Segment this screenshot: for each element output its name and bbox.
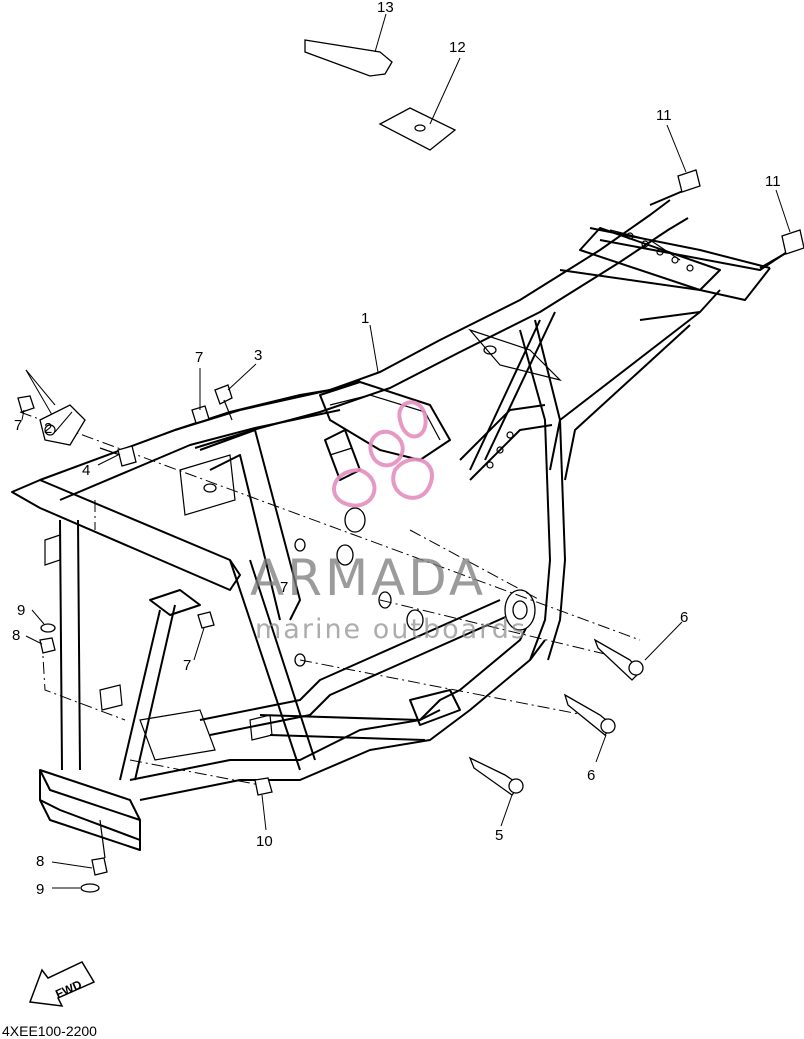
callout-7-left: 7 [14,417,22,434]
callout-7-top: 7 [195,349,203,366]
callout-13: 13 [377,0,394,16]
nut-part-b [191,405,210,424]
fwd-arrow: FWD [28,961,96,1007]
callout-6-upper: 6 [680,609,688,626]
callout-7-center: 7 [280,579,288,596]
grommet-part-upper [39,637,56,654]
callout-11-lower: 11 [765,173,781,190]
cap-part-upper [677,169,701,193]
callout-9-upper: 9 [17,602,25,619]
callout-3: 3 [254,347,262,364]
callout-11-upper: 11 [656,107,672,124]
watermark-tagline: marine outboards [255,614,527,645]
main-frame-drawing [11,187,801,851]
nut-part-a [17,395,35,413]
bolt-part-3 [214,384,233,405]
clip-part-lower [80,883,100,893]
cap-part-lower [781,229,804,255]
callout-10: 10 [256,833,273,850]
decal-label-part [304,39,393,77]
clip-part-upper [40,623,56,633]
nut-part-c [197,611,215,629]
callout-2: 2 [44,420,52,437]
plate-part [378,107,457,151]
callout-8-upper: 8 [12,627,20,644]
callout-7-middle: 7 [183,657,191,674]
callout-12: 12 [449,39,466,56]
callout-9-lower: 9 [36,881,44,898]
watermark: ARMADA marine outboards [250,400,527,645]
bolt-part-10 [254,777,273,796]
bolt-part-4 [117,445,137,467]
callout-5: 5 [495,827,503,844]
callout-numbers: 13 12 11 11 1 3 7 7 2 4 6 6 5 10 7 7 9 8… [12,0,781,898]
callout-leaders [21,13,791,889]
callout-1: 1 [361,310,369,327]
loose-parts [17,39,804,893]
grommet-part-lower [91,857,108,876]
watermark-brand: ARMADA [250,549,486,607]
callout-4: 4 [82,462,90,479]
fwd-arrow-shape [28,961,96,1007]
part-code: 4XEE100-2200 [2,1023,97,1039]
watermark-logo [332,400,434,508]
callout-6-lower: 6 [587,767,595,784]
callout-8-lower: 8 [36,853,44,870]
assembly-dash-lines [19,369,641,786]
